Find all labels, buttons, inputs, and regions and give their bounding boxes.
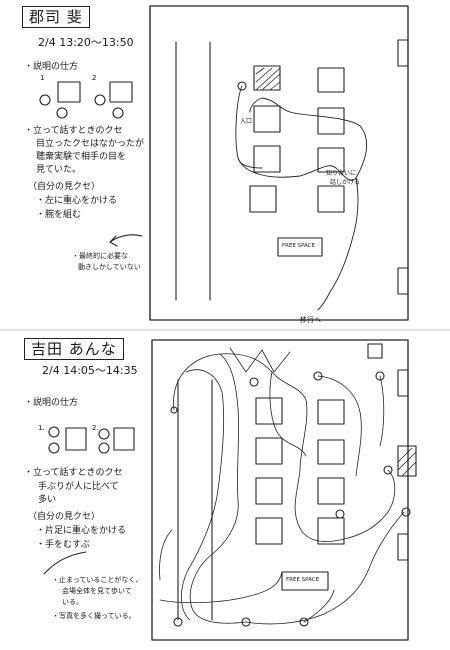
top-date-time: 2/4 13:20～13:50 [38, 36, 134, 49]
top-explain-diagram-2 [94, 81, 133, 119]
bottom-explain-diagram-2 [98, 427, 135, 454]
top-self-header: （自分の見クセ） [28, 182, 101, 192]
bottom-habit-line-1: 手ぶりが人に比べて [38, 482, 119, 492]
bottom-note-3: いる。 [62, 598, 83, 606]
top-explain-header: ・説明の仕方 [24, 62, 79, 72]
bottom-note-2: 会場全体を見て歩いて [62, 587, 132, 595]
bottom-date-time: 2/4 14:05～14:35 [42, 364, 138, 377]
top-self-item-1: ・左に重心をかける [36, 196, 118, 206]
bottom-self-item-1: ・片足に重心をかける [36, 526, 127, 536]
top-friend-note-2: 話しかける [330, 179, 361, 186]
bottom-free-space-label: FREE SPACE [286, 577, 320, 583]
top-note-line-1: ・最終的に必要な [72, 252, 128, 260]
top-floor-plan [149, 5, 409, 321]
bottom-note-arrow [43, 551, 87, 575]
bottom-habits-header: ・立って話すときのクセ [24, 468, 123, 478]
top-friend-note-1: 知り合いに [326, 170, 357, 177]
top-note-line-2: 動きしかしていない [78, 263, 141, 271]
top-entrance-label: 入口 [240, 118, 253, 125]
top-name: 郡司 斐 [29, 8, 83, 26]
bottom-self-item-2: ・手をむすぶ [36, 540, 90, 550]
top-explain-label-2: 2 [92, 74, 97, 82]
bottom-explain-header: ・説明の仕方 [24, 398, 79, 408]
top-habit-line-3: 見ていた。 [36, 165, 82, 175]
bottom-explain-label-1: 1. [38, 424, 45, 432]
top-free-space-box [277, 237, 323, 257]
top-habit-line-1: 目立ったクセはなかったが [36, 139, 145, 149]
top-explain-label-1: 1 [40, 74, 45, 82]
bottom-booth-hatched [397, 445, 417, 477]
top-habits-header: ・立って話すときのクセ [24, 126, 123, 136]
bottom-free-space-box [281, 571, 329, 591]
top-self-item-2: ・腕を組む [36, 210, 82, 220]
top-booth-hatched [253, 65, 281, 91]
bottom-explain-label-2: 2. [92, 424, 99, 432]
bottom-name-box: 吉田 あんな [24, 338, 124, 360]
top-exit-label: 移行へ [300, 316, 321, 324]
bottom-floor-plan [151, 339, 417, 641]
bottom-note-1: ・止まっていることがなく、 [52, 576, 143, 584]
top-free-space-label: FREE SPACE [282, 243, 316, 249]
top-note-arrowhead [109, 235, 118, 247]
bottom-explain-diagram-1 [48, 426, 87, 454]
top-name-box: 郡司 斐 [22, 6, 90, 28]
bottom-self-header: （自分の見クセ） [28, 512, 101, 522]
bottom-name: 吉田 あんな [31, 340, 117, 358]
bottom-habit-line-2: 多い [38, 495, 57, 505]
top-habit-line-2: 聴衆実験で相手の目を [36, 152, 127, 162]
bottom-note-4: ・写真を多く撮っている。 [52, 612, 136, 620]
top-explain-diagram-1 [39, 81, 81, 119]
top-note-arrow [109, 234, 143, 243]
